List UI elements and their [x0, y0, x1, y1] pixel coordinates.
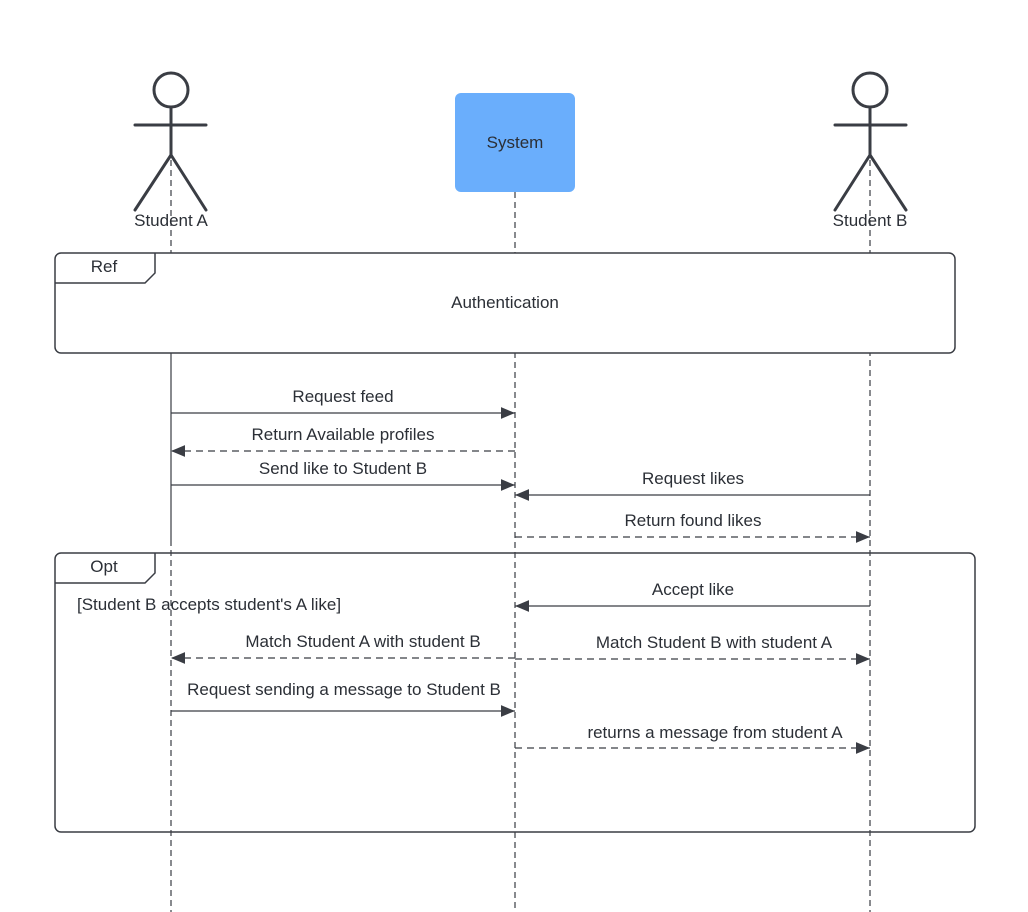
- message-label: returns a message from student A: [587, 723, 843, 742]
- actor-student-b: [833, 71, 908, 212]
- actor-student-a: [133, 71, 208, 212]
- message-label: Match Student A with student B: [245, 632, 480, 651]
- message-label: Send like to Student B: [259, 459, 427, 478]
- opt-guard-text: [Student B accepts student's A like]: [77, 595, 341, 614]
- system-label: System: [487, 133, 544, 152]
- actor-head: [851, 71, 889, 109]
- ref-operator-label: Ref: [91, 257, 118, 276]
- message-label: Request sending a message to Student B: [187, 680, 501, 699]
- message-label: Match Student B with student A: [596, 633, 833, 652]
- message-label: Return Available profiles: [251, 425, 434, 444]
- ref-frame: [54, 252, 956, 354]
- system-box: [455, 93, 575, 192]
- opt-operator-label: Opt: [90, 557, 118, 576]
- actor-left-leg: [833, 153, 872, 212]
- ref-fragment: Ref Authentication: [54, 252, 956, 354]
- message-label: Return found likes: [624, 511, 761, 530]
- actor-left-leg: [133, 153, 173, 212]
- opt-fragment: Opt [Student B accepts student's A like]: [54, 552, 976, 833]
- ref-content-text: Authentication: [451, 293, 559, 312]
- messages: Request feed Return Available profiles S…: [171, 387, 870, 754]
- opt-frame: [54, 552, 976, 833]
- message-label: Request likes: [642, 469, 744, 488]
- student-b-label: Student B: [833, 211, 908, 230]
- actor-right-leg: [868, 153, 908, 212]
- message-label: Request feed: [292, 387, 393, 406]
- actor-head: [152, 71, 190, 109]
- actor-right-leg: [169, 153, 208, 212]
- student-a-label: Student A: [134, 211, 208, 230]
- message-label: Accept like: [652, 580, 734, 599]
- opt-operator-tab: [55, 553, 156, 584]
- ref-operator-tab: [55, 253, 156, 284]
